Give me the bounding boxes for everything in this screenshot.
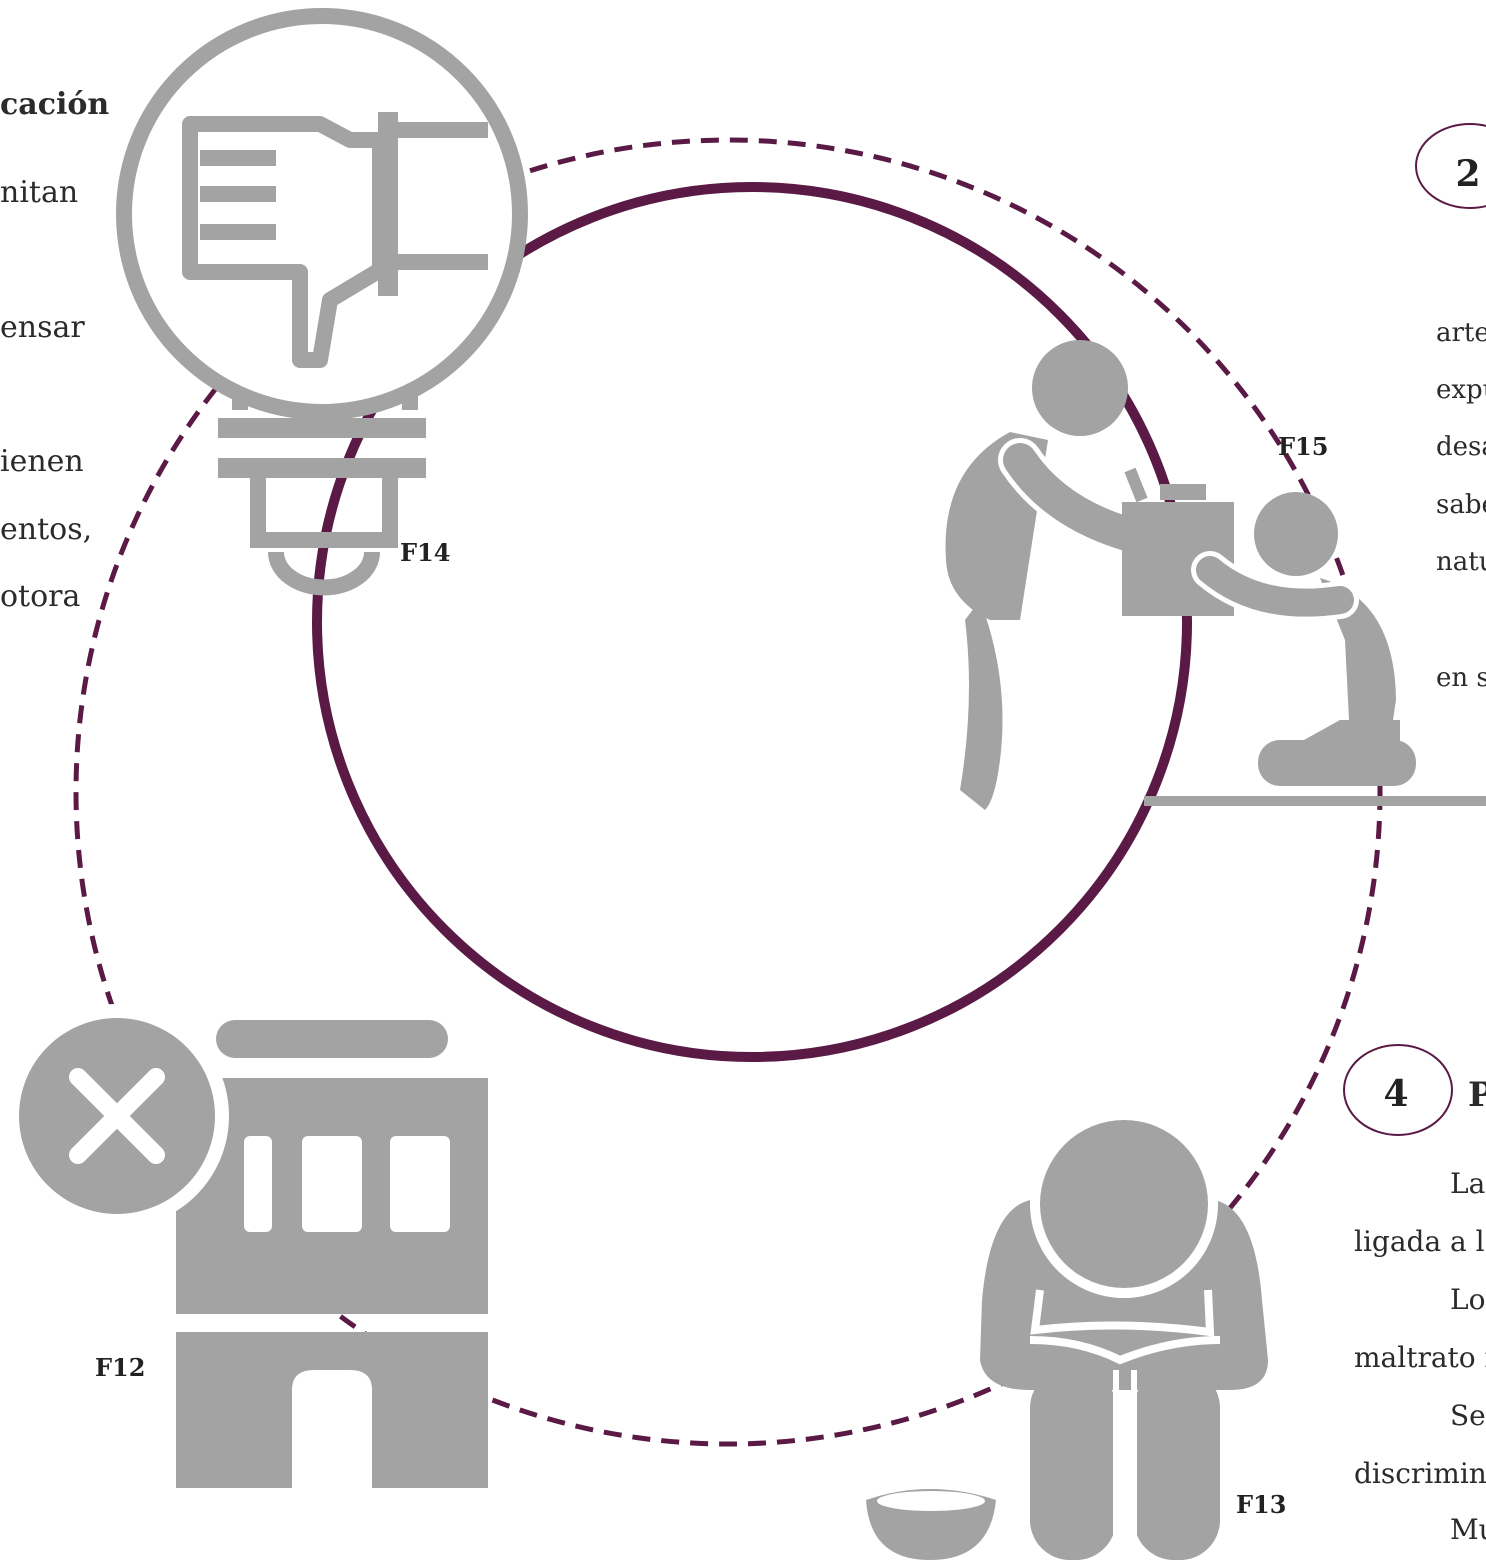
right-bottom-line-2: ligada a la <box>1354 1225 1486 1258</box>
step-2-badge: 2 <box>1415 123 1486 209</box>
right-bottom-line-4: maltrato in <box>1354 1341 1486 1374</box>
right-bottom-line-5: Se <box>1450 1399 1486 1432</box>
step-4-badge: 4 <box>1343 1044 1453 1136</box>
right-bottom-line-6: discrimina <box>1354 1457 1486 1490</box>
adult-giving-box-to-child-icon <box>945 340 1486 810</box>
left-line-3: ienen <box>0 444 84 479</box>
figure-label-f14: F14 <box>400 538 451 567</box>
inner-solid-circle <box>312 182 1192 1062</box>
right-top-line-2: expu <box>1436 375 1486 405</box>
left-heading: cación <box>0 87 110 122</box>
right-top-line-3: desa <box>1436 432 1486 462</box>
right-top-line-1: arte <box>1436 318 1486 348</box>
left-line-5: otora <box>0 579 81 614</box>
figure-label-f12: F12 <box>95 1353 146 1382</box>
right-bottom-line-1: La <box>1450 1167 1486 1200</box>
right-top-line-6: en s <box>1436 663 1486 693</box>
closed-store-icon <box>5 1004 488 1488</box>
right-bottom-heading: P <box>1468 1075 1486 1115</box>
sitting-beggar-with-bowl-icon <box>866 1110 1268 1560</box>
figure-label-f13: F13 <box>1236 1490 1287 1519</box>
right-bottom-line-3: Lo <box>1450 1283 1486 1316</box>
outer-dashed-circle <box>73 137 1383 1447</box>
figure-label-f15: F15 <box>1278 432 1329 461</box>
right-top-line-4: sabe <box>1436 490 1486 520</box>
left-line-2: ensar <box>0 310 85 345</box>
step-4-number: 4 <box>1383 1073 1408 1115</box>
left-line-4: entos, <box>0 512 93 547</box>
right-bottom-line-7: Mu <box>1450 1513 1486 1546</box>
left-line-1: nitan <box>0 175 79 210</box>
right-top-line-5: natu <box>1436 547 1486 577</box>
lightbulb-thumbs-down-icon <box>116 8 528 596</box>
step-2-number: 2 <box>1455 153 1480 195</box>
